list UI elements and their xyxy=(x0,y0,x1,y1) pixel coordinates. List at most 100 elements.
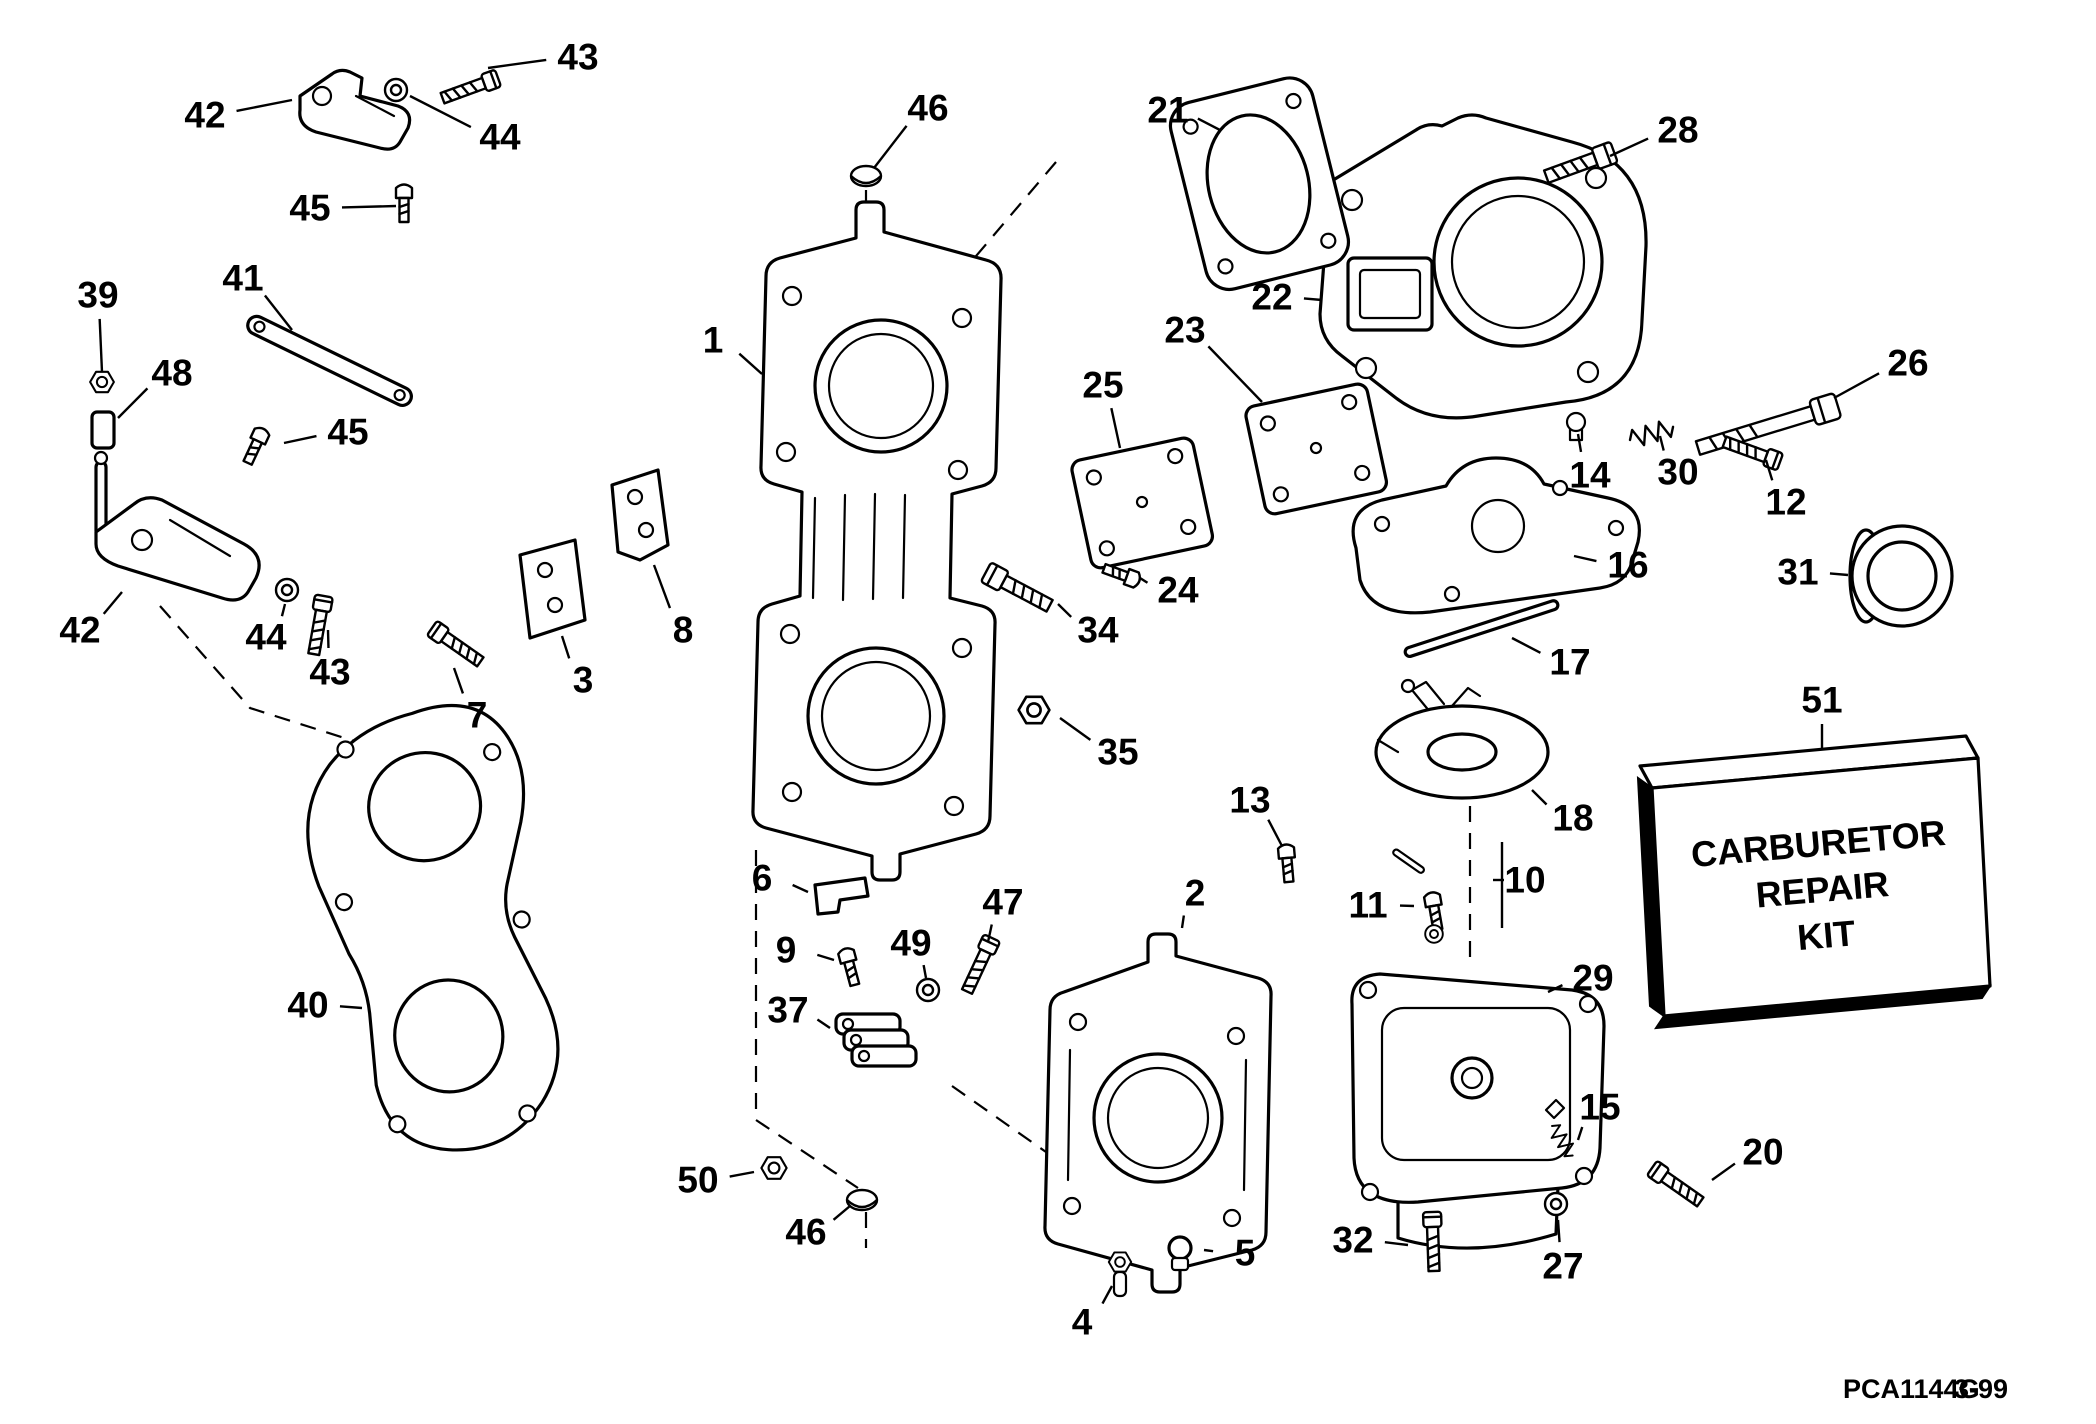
callout-17: 17 xyxy=(1549,642,1590,683)
callout-28: 28 xyxy=(1657,110,1698,151)
part-washer-11 xyxy=(1424,924,1444,944)
callout-11: 11 xyxy=(1348,885,1387,926)
part-main-carburetor-body-1 xyxy=(751,200,1003,882)
part-washer-44-top xyxy=(383,77,409,103)
part-cup-plug-31 xyxy=(1848,524,1954,628)
part-carburetor-body-2 xyxy=(1043,932,1273,1294)
part-link-rod-41 xyxy=(246,314,413,408)
part-nut-39 xyxy=(89,370,115,394)
leader-line-44b xyxy=(280,603,287,617)
leader-line-14 xyxy=(1576,433,1583,453)
leader-line-18 xyxy=(1531,789,1548,806)
callout-15: 15 xyxy=(1579,1087,1620,1128)
leader-line-40 xyxy=(339,1005,363,1010)
part-carburetor-body-22 xyxy=(1318,113,1648,420)
part-needle-valve-15 xyxy=(1544,1098,1566,1120)
callout-43b: 43 xyxy=(309,652,350,693)
leader-line-45b xyxy=(283,434,317,445)
part-throttle-lever-42-bottom xyxy=(93,450,261,602)
part-plug-14 xyxy=(1565,411,1587,442)
callout-13: 13 xyxy=(1229,780,1270,821)
callout-2: 2 xyxy=(1185,873,1206,914)
part-needle-45-bottom xyxy=(239,424,272,468)
part-throttle-lever-42-top xyxy=(298,68,412,151)
leader-line-30 xyxy=(1658,435,1665,451)
callout-24: 24 xyxy=(1157,570,1199,611)
leader-line-6 xyxy=(792,883,809,894)
part-screw-47 xyxy=(957,932,1002,997)
part-bracket-8 xyxy=(610,468,670,562)
callout-45b: 45 xyxy=(327,412,368,453)
leader-line-26 xyxy=(1833,372,1880,400)
leader-line-29 xyxy=(1547,984,1563,994)
callout-46b: 46 xyxy=(785,1212,826,1253)
part-screw-9 xyxy=(836,945,864,989)
part-gasket-21 xyxy=(1168,76,1351,292)
part-bowl-gasket-16 xyxy=(1351,456,1641,615)
part-float-18 xyxy=(1374,678,1550,800)
callout-5: 5 xyxy=(1235,1233,1256,1274)
repair-kit-box-51: CARBURETOR REPAIR KIT xyxy=(1636,734,1992,1030)
part-screw-43-top xyxy=(438,68,503,108)
callout-14: 14 xyxy=(1569,455,1611,496)
callout-49: 49 xyxy=(890,923,931,964)
part-welch-plug-46-bottom xyxy=(845,1188,879,1212)
part-screw-20 xyxy=(1645,1159,1707,1211)
part-spacer-48 xyxy=(90,410,116,450)
callout-42b: 42 xyxy=(59,610,100,651)
leader-line-34 xyxy=(1057,603,1073,618)
leader-line-42a xyxy=(236,98,293,113)
part-rod-17 xyxy=(1403,599,1560,659)
callout-37: 37 xyxy=(767,990,808,1031)
callout-21: 21 xyxy=(1147,90,1188,131)
part-cover-plate-25 xyxy=(1070,436,1215,570)
callout-45a: 45 xyxy=(289,188,330,229)
leader-line-28 xyxy=(1609,137,1649,158)
leader-line-43a xyxy=(487,58,547,70)
callout-23: 23 xyxy=(1164,310,1205,351)
leader-line-3 xyxy=(560,635,571,659)
callout-44b: 44 xyxy=(245,617,287,658)
leader-line-27 xyxy=(1556,1219,1561,1243)
kit-box-line-3: KIT xyxy=(1796,912,1857,958)
leader-line-42b xyxy=(102,591,123,615)
kit-box-front-face xyxy=(1650,756,1992,1018)
callout-42a: 42 xyxy=(184,95,225,136)
part-nut-50 xyxy=(760,1156,788,1180)
callout-31: 31 xyxy=(1777,552,1818,593)
part-mounting-gasket-40 xyxy=(306,703,560,1152)
part-washer-27 xyxy=(1543,1191,1569,1217)
leader-line-16 xyxy=(1573,554,1597,563)
part-screw-13 xyxy=(1276,842,1299,884)
leader-line-13 xyxy=(1267,819,1284,847)
part-pin-11 xyxy=(1392,848,1425,874)
part-nut-35 xyxy=(1017,695,1051,725)
leader-line-47 xyxy=(986,924,993,943)
leader-line-49 xyxy=(922,964,928,979)
leader-line-37 xyxy=(816,1018,831,1029)
callout-8: 8 xyxy=(673,610,694,651)
leader-line-4 xyxy=(1101,1285,1114,1305)
leader-line-46b xyxy=(832,1205,851,1221)
part-bolt-34 xyxy=(979,561,1056,617)
callout-9: 9 xyxy=(776,930,797,971)
part-nut-4 xyxy=(1107,1251,1133,1273)
leader-line-1 xyxy=(738,352,763,375)
part-needle-45-top xyxy=(394,183,414,224)
leader-line-35 xyxy=(1059,717,1092,741)
leader-line-8 xyxy=(652,564,672,609)
leader-line-5 xyxy=(1203,1248,1214,1253)
part-check-valve-plate-23 xyxy=(1244,382,1389,516)
callout-46a: 46 xyxy=(907,88,948,129)
part-welch-plug-46-top xyxy=(849,164,883,188)
callout-22: 22 xyxy=(1251,277,1292,318)
callout-1: 1 xyxy=(703,320,724,361)
leader-line-7 xyxy=(452,667,465,694)
callout-41: 41 xyxy=(222,258,263,299)
callout-27: 27 xyxy=(1542,1246,1583,1287)
leader-line-46a xyxy=(873,125,908,169)
callout-4: 4 xyxy=(1072,1302,1093,1343)
callout-47: 47 xyxy=(982,882,1023,923)
